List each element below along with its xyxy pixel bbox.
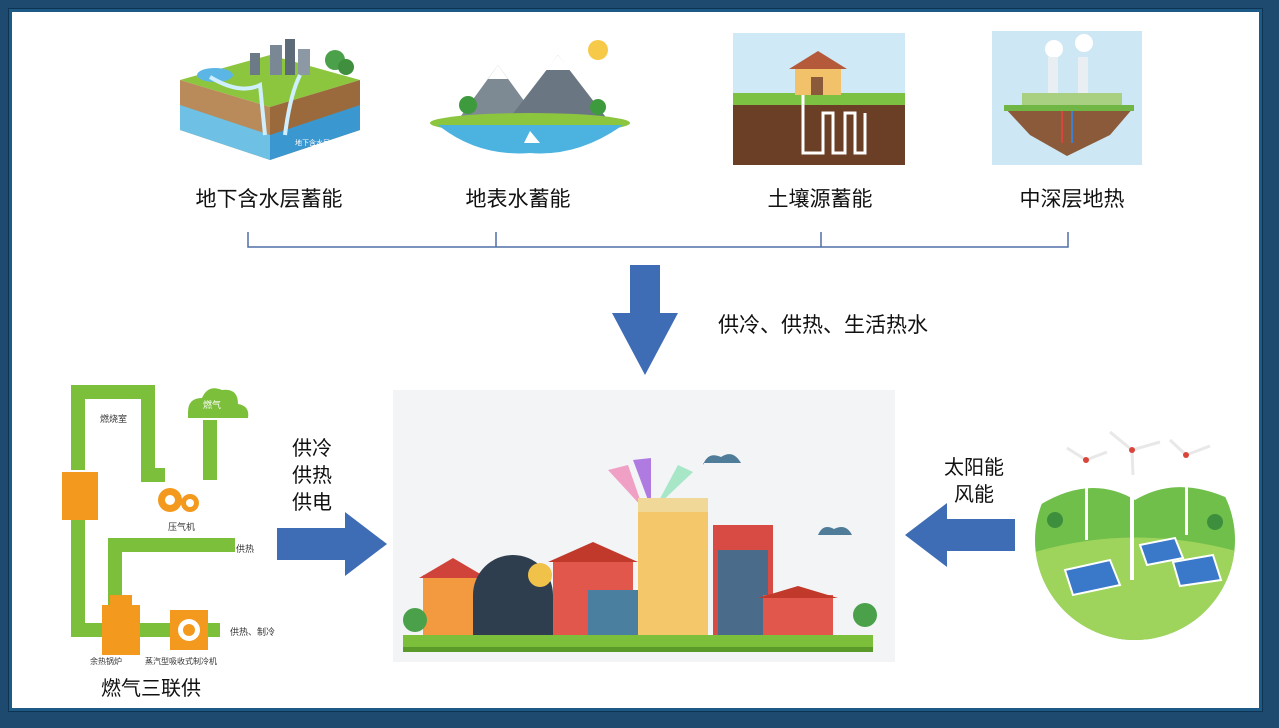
cchp-title: 燃气三联供 <box>101 676 201 700</box>
source-label-surface-water: 地表水蓄能 <box>465 187 571 211</box>
cchp-heat-cool-label: 供热、制冷 <box>230 626 275 638</box>
cchp-gas-label: 燃气 <box>203 399 221 411</box>
right-arrow-label-solar: 太阳能 <box>944 455 1004 479</box>
surface-water-icon <box>430 40 630 154</box>
cchp-heat-label: 供热 <box>236 543 254 555</box>
source-label-underground-aquifer: 地下含水层蓄能 <box>195 187 343 211</box>
aquifer-inner-label: 地下含水层 <box>295 138 330 147</box>
cchp-combustion-label: 燃烧室 <box>100 413 127 425</box>
right-arrow-label-wind: 风能 <box>954 482 994 506</box>
cchp-diagram: 燃烧室 燃气 压气机 供热 供热、制冷 余热锅炉 蒸汽型吸收式制冷机 <box>62 385 275 666</box>
cchp-boiler-label: 余热锅炉 <box>90 656 122 666</box>
left-arrow-label-heating: 供热 <box>292 463 332 487</box>
underground-aquifer-icon: 地下含水层 <box>180 39 360 160</box>
left-pointing-arrow-right <box>905 503 1015 567</box>
source-bracket <box>247 232 1069 248</box>
down-arrow <box>612 265 678 375</box>
solar-wind-illustration <box>1035 430 1235 640</box>
source-label-soil-source: 土壤源蓄能 <box>767 187 873 211</box>
left-arrow-label-power: 供电 <box>292 490 332 514</box>
cchp-chiller-label: 蒸汽型吸收式制冷机 <box>145 656 217 666</box>
right-pointing-arrow-left <box>277 512 387 576</box>
deep-geothermal-icon <box>992 31 1142 165</box>
source-label-deep-geothermal: 中深层地热 <box>1019 187 1125 211</box>
left-arrow-label-cooling: 供冷 <box>292 436 332 460</box>
soil-source-icon <box>733 33 905 165</box>
cchp-compressor-label: 压气机 <box>168 521 195 533</box>
down-arrow-label: 供冷、供热、生活热水 <box>718 313 928 337</box>
city-illustration <box>393 390 895 662</box>
